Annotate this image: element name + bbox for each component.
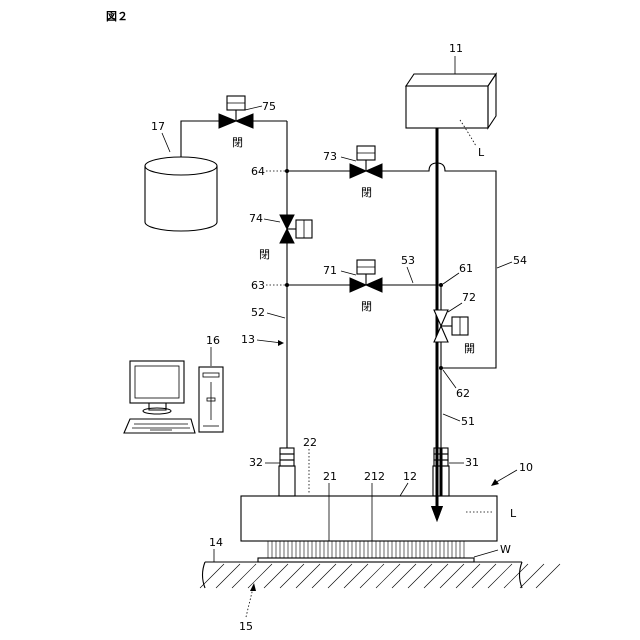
- label-13: 13: [241, 333, 255, 346]
- valve-73: [350, 146, 382, 178]
- label-71: 71: [323, 264, 337, 277]
- valve-75-state: 閉: [232, 136, 243, 149]
- computer-16: [124, 361, 223, 433]
- valve-73-state: 閉: [361, 186, 372, 199]
- label-64: 64: [251, 165, 265, 178]
- piping: [181, 121, 496, 448]
- label-54: 54: [513, 254, 527, 267]
- tank-17: [145, 157, 217, 231]
- label-14: 14: [209, 536, 223, 549]
- label-W: W: [500, 543, 511, 556]
- workpiece-W: [258, 558, 474, 562]
- label-12: 12: [403, 470, 417, 483]
- valve-71: [350, 260, 382, 292]
- valve-71-state: 閉: [361, 300, 372, 313]
- label-53: 53: [401, 254, 415, 267]
- label-75: 75: [262, 100, 276, 113]
- valve-75: [219, 96, 253, 128]
- label-51: 51: [461, 415, 475, 428]
- valve-74-state: 閉: [259, 248, 270, 261]
- label-61: 61: [459, 262, 473, 275]
- connector-32: [279, 448, 295, 496]
- head-body-12: [241, 496, 497, 541]
- label-74: 74: [249, 212, 263, 225]
- label-15: 15: [239, 620, 253, 633]
- label-72: 72: [462, 291, 476, 304]
- label-73: 73: [323, 150, 337, 163]
- label-62: 62: [456, 387, 470, 400]
- valve-72-state: 開: [464, 342, 475, 355]
- light-source-11: [406, 74, 496, 128]
- label-22: 22: [303, 436, 317, 449]
- label-L-top: L: [478, 146, 485, 159]
- label-32: 32: [249, 456, 263, 469]
- connector-31: [433, 448, 449, 496]
- label-11: 11: [449, 42, 463, 55]
- label-21: 21: [323, 470, 337, 483]
- label-10: 10: [519, 461, 533, 474]
- nozzle-array: [268, 541, 464, 558]
- junction-points: [285, 169, 443, 370]
- valve-72: [434, 310, 468, 342]
- label-52: 52: [251, 306, 265, 319]
- label-212: 212: [364, 470, 385, 483]
- valve-74: [280, 215, 312, 243]
- label-17: 17: [151, 120, 165, 133]
- figure-title: 図２: [106, 9, 128, 23]
- label-16: 16: [206, 334, 220, 347]
- label-31: 31: [465, 456, 479, 469]
- label-63: 63: [251, 279, 265, 292]
- label-L-body: L: [510, 507, 517, 520]
